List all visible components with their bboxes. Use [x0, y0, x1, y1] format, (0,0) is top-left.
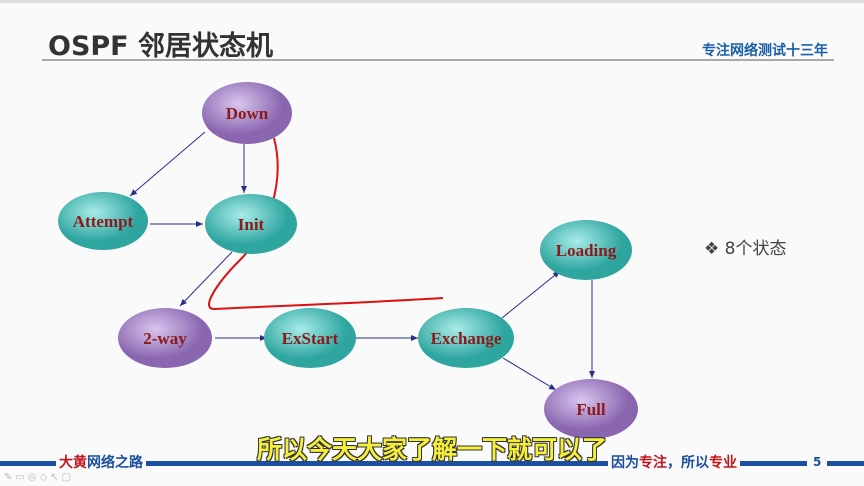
diamond-bullet-icon: ❖	[704, 239, 720, 259]
node-label: Full	[576, 400, 606, 419]
state-node-full: Full	[544, 379, 638, 439]
state-node-down: Down	[202, 82, 292, 144]
state-node-loading: Loading	[540, 220, 632, 280]
arrow-down-attempt	[129, 131, 206, 197]
node-label: Loading	[556, 241, 617, 260]
node-ellipse	[202, 82, 292, 144]
node-label: ExStart	[282, 329, 339, 348]
footer-brand: 大黄网络之路	[56, 452, 146, 472]
footer-line	[0, 461, 864, 466]
node-label: 2-way	[143, 329, 187, 348]
node-label: Exchange	[431, 329, 502, 348]
node-label: Down	[226, 104, 269, 123]
node-ellipse	[58, 192, 148, 250]
arrow-init-2way	[179, 251, 233, 307]
state-node-exstart: ExStart	[264, 308, 356, 368]
state-node-init: Init	[205, 194, 297, 254]
slide-toolbar[interactable]: ✎▭◎◇↖▢	[4, 472, 75, 483]
arrow-exchange-full	[502, 357, 557, 391]
node-ellipse	[205, 194, 297, 254]
node-ellipse	[118, 308, 212, 368]
video-subtitle: 所以今天大家了解一下就可以了	[256, 435, 607, 464]
node-ellipse	[540, 220, 632, 280]
arrow-exchange-loading	[501, 270, 561, 319]
node-label: Init	[238, 215, 265, 234]
page-title: OSPF 邻居状态机	[48, 31, 274, 62]
node-ellipse	[544, 379, 638, 439]
state-node-twoway: 2-way	[118, 308, 212, 368]
node-ellipse	[418, 308, 514, 368]
slogan: 专注网络测试十三年	[702, 43, 828, 59]
title-divider	[42, 59, 834, 61]
top-bar	[0, 0, 864, 3]
footer-motto: 因为专注，所以专业	[608, 452, 740, 472]
node-label: Attempt	[73, 212, 134, 231]
state-node-attempt: Attempt	[58, 192, 148, 250]
page-number: 5	[807, 455, 828, 469]
transition-arrows	[129, 131, 595, 391]
node-ellipse	[264, 308, 356, 368]
state-node-exchange: Exchange	[418, 308, 514, 368]
bullet-point: ❖ 8个状态	[704, 239, 787, 259]
